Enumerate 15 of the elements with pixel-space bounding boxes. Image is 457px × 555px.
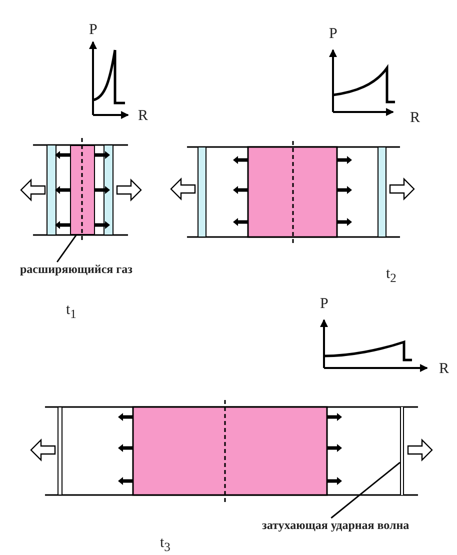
axis-label: R — [410, 110, 420, 126]
axis-label: R — [439, 361, 450, 377]
callout-text: затухающая ударная волна — [262, 518, 410, 532]
time-label: t$_{1}$ — [66, 302, 76, 322]
axis-label: P — [320, 296, 328, 312]
axis-label: P — [329, 26, 338, 42]
axis-label: R — [138, 108, 148, 124]
time-label: t$_{2}$ — [386, 266, 396, 286]
shock-wave-front — [400, 407, 404, 495]
axis-label: P — [89, 22, 98, 38]
leader-line — [330, 462, 400, 519]
leader-line — [56, 234, 77, 262]
time-label: t$_{3}$ — [160, 535, 170, 555]
callout-text: расширяющийся газ — [20, 262, 132, 276]
gas-region — [70, 145, 95, 235]
